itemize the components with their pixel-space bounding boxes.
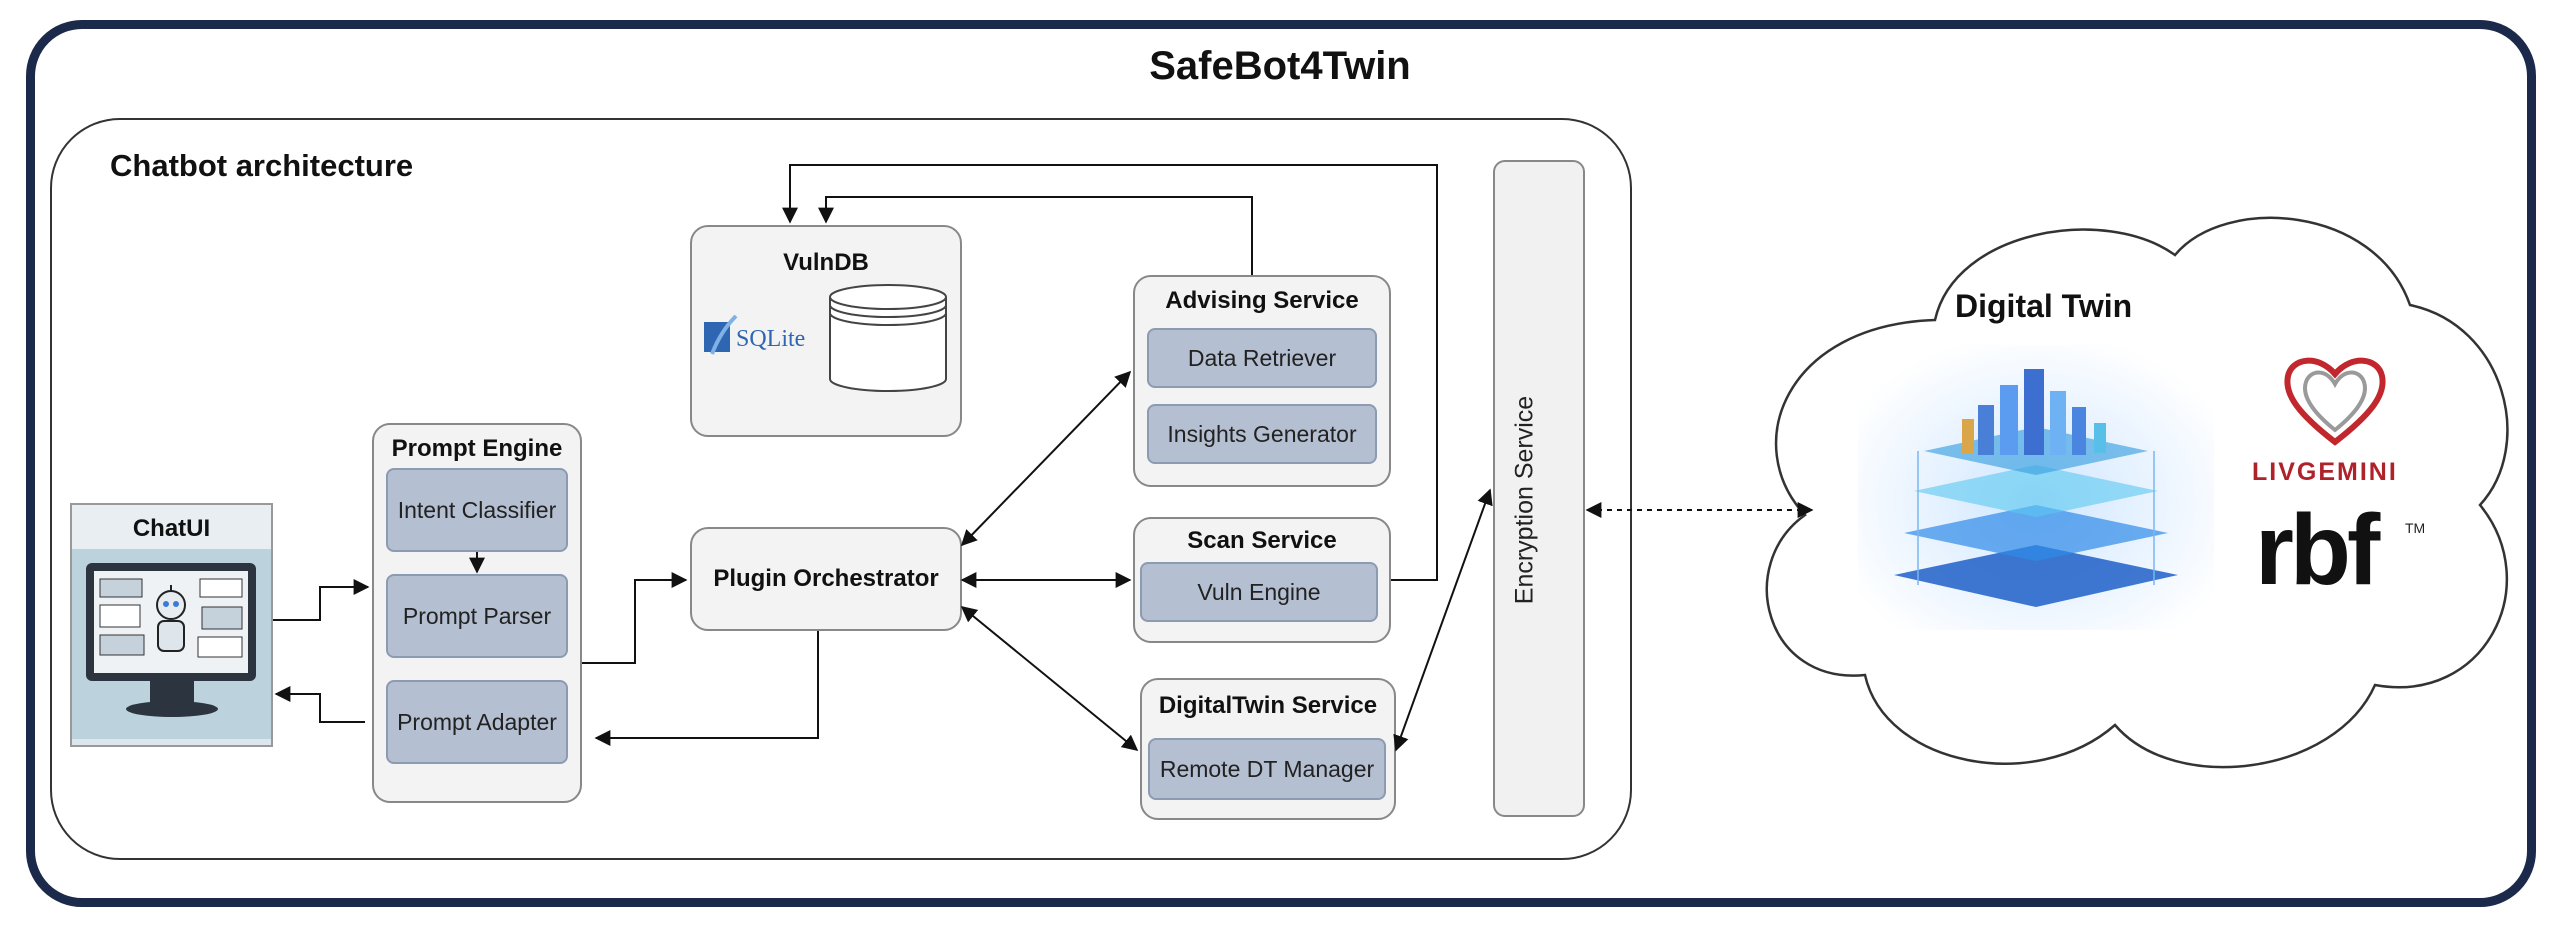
arrow-orchestrator-digitaltwin (960, 605, 1139, 752)
prompt-parser-block[interactable]: Prompt Parser (386, 574, 568, 658)
remote-dt-manager-block[interactable]: Remote DT Manager (1148, 738, 1386, 800)
feather-icon (704, 314, 738, 355)
scan-service-box[interactable]: Scan Service (1133, 517, 1391, 643)
arrow-scan-to-vulndb (782, 164, 1438, 581)
insights-generator-block[interactable]: Insights Generator (1147, 404, 1377, 464)
encryption-service-box[interactable] (1493, 160, 1585, 817)
chatui-box[interactable]: ChatUI (70, 503, 273, 747)
livgemini-logo-text: LIVGEMINI (2252, 458, 2398, 486)
chatui-label: ChatUI (72, 505, 271, 549)
prompt-adapter-block[interactable]: Prompt Adapter (386, 680, 568, 764)
digital-twin-title: Digital Twin (1955, 288, 2133, 324)
intent-classifier-block[interactable]: Intent Classifier (386, 468, 568, 552)
arrow-advising-to-vulndb (818, 196, 1253, 275)
sqlite-logo-text: SQLite (736, 326, 806, 352)
arrow-prompt-engine-to-orchestrator (582, 572, 688, 664)
arrow-orchestrator-advising (960, 370, 1132, 547)
architecture-title: Chatbot architecture (110, 148, 414, 183)
scan-service-title: Scan Service (1187, 527, 1337, 554)
rbf-logo-text: rbf (2255, 494, 2380, 606)
arrow-prompt-engine-to-chatui (274, 686, 365, 723)
rbf-trademark: TM (2405, 520, 2426, 536)
livgemini-heart-icon (2284, 357, 2386, 446)
vuln-engine-block[interactable]: Vuln Engine (1140, 562, 1378, 622)
advising-service-title: Advising Service (1165, 287, 1359, 314)
arrow-orchestrator-to-prompt-engine (594, 631, 819, 746)
plugin-orchestrator-label: Plugin Orchestrator (713, 565, 939, 592)
vulndb-title: VulnDB (783, 249, 869, 276)
computer-monitor-icon (72, 549, 271, 739)
data-retriever-block[interactable]: Data Retriever (1147, 328, 1377, 388)
arrow-digitaltwin-encryption (1393, 488, 1493, 752)
arrow-chatui-to-prompt-engine (273, 579, 370, 621)
sqlite-logo: SQLite (702, 312, 822, 362)
page-title: SafeBot4Twin (1149, 44, 1411, 88)
digital-twin-city-illustration (1858, 345, 2214, 630)
digitaltwin-service-title: DigitalTwin Service (1158, 692, 1378, 719)
prompt-engine-title: Prompt Engine (391, 435, 563, 462)
database-cylinder-icon (829, 284, 947, 392)
